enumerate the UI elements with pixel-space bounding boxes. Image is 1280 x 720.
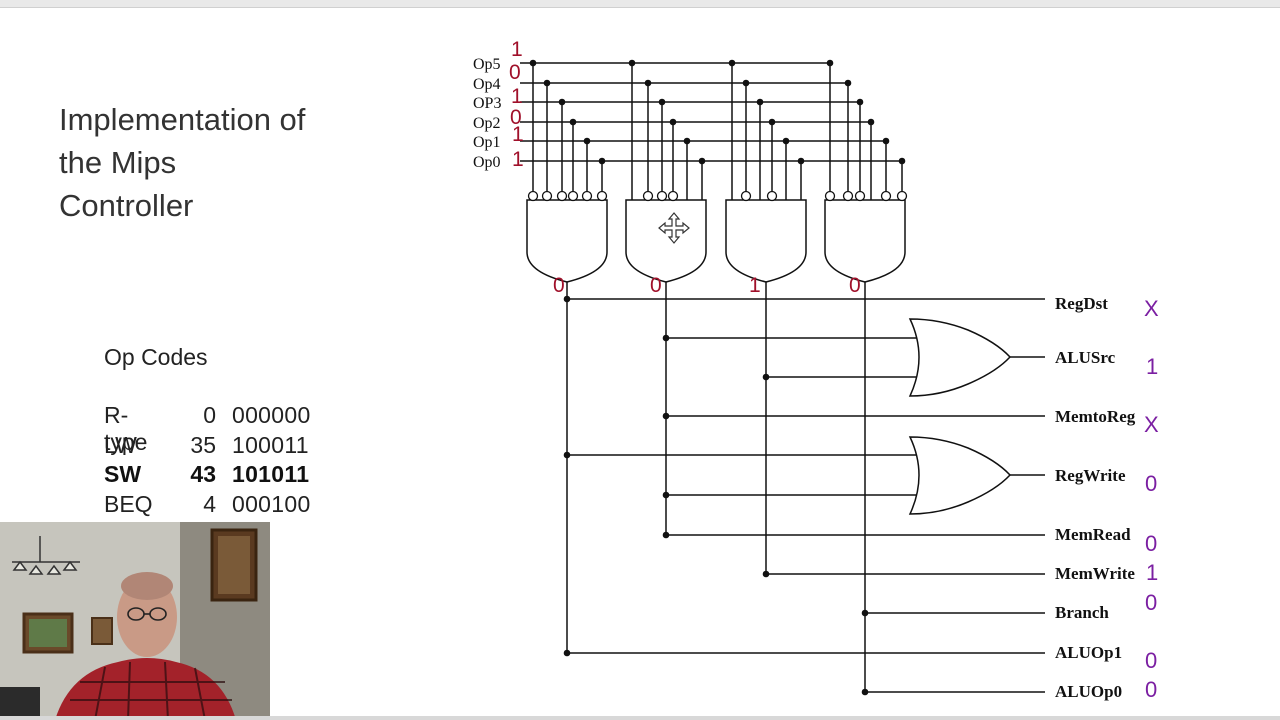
presenter-webcam [0,522,270,720]
slide-title-line: Controller [59,188,194,223]
gate-output-values: 0 0 1 0 [553,274,861,297]
and-gate-beq [824,199,906,283]
opcode-name: BEQ [104,491,153,517]
and-output-value: 0 [849,274,861,297]
opcode-number: 0 [203,402,216,428]
or-gate-alusrc [908,318,1012,397]
input-value: 1 [511,38,523,61]
input-label: Op0 [473,154,501,171]
opcode-bits: 000100 [232,491,311,517]
input-value: 1 [512,123,524,146]
opcode-number: 35 [190,432,216,458]
input-label: Op1 [473,134,501,151]
or-gate-regwrite [908,436,1012,515]
slide-title-line: Implementation of [59,102,306,137]
output-labels: RegDst ALUSrc MemtoReg RegWrite MemRead … [1055,294,1136,701]
and-output-value: 0 [553,274,565,297]
output-label-aluop0: ALUOp0 [1055,682,1122,701]
and-gates [526,199,906,283]
input-value: 0 [509,61,521,84]
and-gate-sw [725,199,807,283]
and-gate-rtype [526,199,608,283]
input-value: 0 [510,106,522,129]
input-label: Op4 [473,76,501,93]
output-value-aluop0: 0 [1145,677,1157,702]
output-label-branch: Branch [1055,603,1109,622]
slide-title-line: the Mips [59,145,177,180]
opcode-name: SW [104,461,142,487]
opcodes-heading: Op Codes [104,344,208,370]
and-gate-lw [625,199,707,283]
output-value-memread: 0 [1145,531,1157,556]
opcode-number: 43 [190,461,216,487]
opcode-name: R-type [104,402,148,455]
move-cursor-icon [658,212,690,244]
output-value-memwrite: 1 [1146,560,1158,585]
wires [520,62,1045,693]
input-labels: Op5 Op4 OP3 Op2 Op1 Op0 [473,56,501,171]
output-label-regdst: RegDst [1055,294,1108,313]
input-values: 1 0 1 0 1 1 [509,38,524,171]
presenter-shirt [55,658,236,720]
slide-title: Implementation of the Mips Controller [59,98,359,227]
output-value-regwrite: 0 [1145,471,1157,496]
window-bottom-border [0,716,1280,720]
opcode-bits: 000000 [232,402,311,428]
opcode-bits: 100011 [232,432,309,458]
output-values: X 1 X 0 0 1 0 0 0 [1144,296,1159,702]
opcode-name: LW [104,432,137,458]
or-gates [908,318,1012,515]
output-label-alusrc: ALUSrc [1055,348,1116,367]
output-label-memwrite: MemWrite [1055,564,1135,583]
and-output-value: 0 [650,274,662,297]
opcode-bits: 101011 [232,461,310,487]
output-value-branch: 0 [1145,590,1157,615]
input-label: Op2 [473,115,501,132]
output-value-regdst: X [1144,296,1159,321]
ceiling-lamp [12,536,80,575]
input-value: 1 [511,85,523,108]
output-value-alusrc: 1 [1146,354,1158,379]
output-label-memread: MemRead [1055,525,1131,544]
opcode-number: 4 [203,491,216,517]
inverter-bubbles [527,190,908,202]
output-label-memtoreg: MemtoReg [1055,407,1136,426]
output-value-memtoreg: X [1144,412,1159,437]
junction-dots [529,59,906,696]
output-value-aluop1: 0 [1145,648,1157,673]
output-label-aluop1: ALUOp1 [1055,643,1122,662]
and-output-value: 1 [749,274,761,297]
input-label: Op5 [473,56,501,73]
output-label-regwrite: RegWrite [1055,466,1126,485]
input-value: 1 [512,148,524,171]
input-label: OP3 [473,95,501,112]
window-top-border [0,0,1280,8]
